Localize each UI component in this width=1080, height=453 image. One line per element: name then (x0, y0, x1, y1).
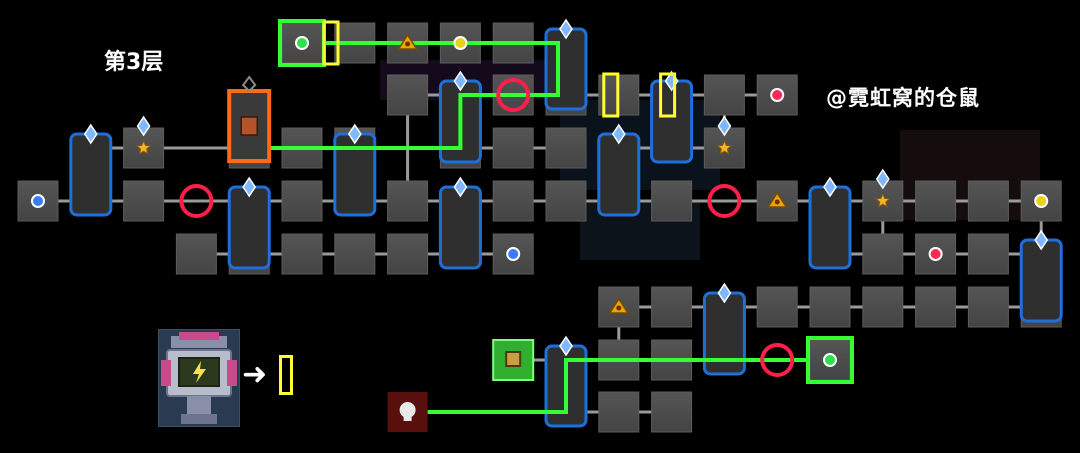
room (492, 180, 534, 222)
skull-icon-jaw (403, 416, 412, 421)
red-orb-icon (928, 247, 943, 261)
locked-ring-icon (496, 78, 531, 112)
room (915, 180, 957, 222)
watermark-text: @霓虹窝的仓鼠 (826, 86, 980, 110)
hazard-icon-dot (774, 199, 780, 205)
room (967, 180, 1009, 222)
room (123, 180, 165, 222)
crystal-icon (559, 335, 573, 357)
green-orb-icon (295, 36, 309, 50)
locked-ring-icon (760, 343, 795, 377)
room (651, 391, 693, 433)
room (545, 180, 587, 222)
red-orb-icon (770, 88, 785, 102)
room (281, 233, 323, 275)
route-endpoint (806, 336, 854, 384)
crystal-icon (875, 168, 890, 190)
star-icon (874, 192, 891, 208)
room (651, 286, 693, 328)
room (387, 233, 429, 275)
star-icon (135, 139, 152, 155)
blue-orb-icon (31, 194, 45, 208)
room-layer (17, 18, 1063, 433)
room (651, 180, 693, 222)
route-layer (269, 19, 854, 414)
boss-room-door (240, 116, 258, 136)
crystal-icon (1034, 229, 1049, 251)
portal-room (650, 79, 694, 164)
blue-orb-icon (506, 247, 521, 261)
yellow-door-marker (322, 20, 340, 66)
room (598, 391, 640, 433)
crystal-icon (717, 115, 732, 137)
crystal-icon (717, 282, 732, 304)
yellow-door-marker (659, 72, 677, 118)
room (281, 180, 323, 222)
room (809, 286, 851, 328)
room (967, 233, 1009, 275)
room (967, 286, 1009, 328)
vending-machine-icon (158, 329, 240, 427)
room (175, 233, 217, 275)
portal-room (69, 132, 113, 217)
shop-icon-crate (505, 351, 522, 367)
room (915, 286, 957, 328)
route-line (427, 358, 810, 414)
locked-ring-icon (179, 184, 214, 218)
crystal-icon (453, 176, 468, 198)
crystal-icon (559, 18, 573, 40)
hazard-icon-dot (405, 41, 411, 47)
crystal-icon (242, 176, 257, 198)
crystal-icon (453, 70, 468, 92)
crystal-icon (83, 123, 98, 145)
legend-yellow-marker (279, 355, 293, 395)
room (862, 233, 904, 275)
yellow-orb-icon (453, 36, 468, 50)
star-icon (716, 139, 733, 155)
crystal-icon (611, 123, 626, 145)
crystal-icon (823, 176, 837, 198)
skull-icon-head (399, 402, 416, 418)
marker-layer (31, 33, 1049, 432)
route-line (269, 41, 560, 150)
crystal-icon (347, 123, 362, 145)
portal-room (438, 185, 482, 270)
room (756, 286, 798, 328)
legend-arrow: ➜ (242, 357, 268, 392)
room (387, 74, 429, 116)
room (387, 180, 429, 222)
room (492, 127, 534, 169)
portal-room (1019, 238, 1063, 323)
hazard-icon-dot (616, 305, 622, 311)
boss-room-marker (241, 75, 257, 93)
yellow-door-marker (602, 72, 620, 118)
room (545, 127, 587, 169)
portal-room (227, 185, 271, 270)
green-orb-icon (823, 353, 837, 367)
yellow-orb-icon (1034, 194, 1049, 208)
room (862, 286, 904, 328)
floor-label: 第3层 (104, 50, 164, 75)
crystal-icon (136, 115, 151, 137)
locked-ring-icon (707, 184, 742, 218)
room (703, 74, 745, 116)
room (334, 233, 376, 275)
portal-room (808, 185, 852, 270)
portal-room (597, 132, 641, 217)
